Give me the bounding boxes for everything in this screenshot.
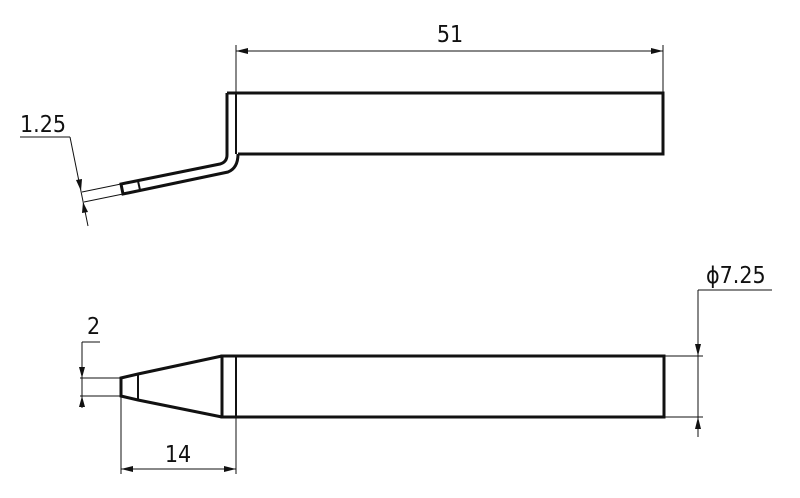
dimension-diameter-label: ϕ7.25	[706, 263, 766, 289]
arrow-top	[79, 367, 85, 378]
side-view-taper	[119, 354, 223, 419]
dimension-taper-length-14: 14	[120, 396, 237, 474]
dimension-tip-thickness-1-25: 1.25	[20, 112, 124, 227]
dimension-tip-width-2: 2	[79, 314, 121, 408]
top-view-bent-tip	[119, 93, 240, 196]
side-view: ϕ7.25 2 14	[79, 263, 772, 474]
arrow-left	[236, 48, 248, 54]
top-view: 51 1.25	[20, 22, 665, 227]
top-view-shaft	[227, 91, 665, 156]
extension-line-upper	[81, 183, 122, 193]
dimension-diameter-7-25: ϕ7.25	[664, 263, 772, 437]
arrow-right	[224, 466, 236, 472]
arrow-bottom	[79, 396, 85, 407]
dimension-length-51: 51	[235, 22, 664, 93]
extension-line-lower	[83, 193, 124, 203]
arrow-lower	[82, 202, 88, 213]
top-view-tip-facet-line	[137, 180, 141, 191]
dimension-tip-thickness-label: 1.25	[20, 112, 66, 138]
arrow-left	[121, 466, 133, 472]
arrow-top	[695, 344, 701, 356]
dimension-tip-width-label: 2	[87, 314, 100, 340]
dimension-taper-length-label: 14	[165, 442, 191, 468]
arrow-bottom	[695, 417, 701, 429]
arrow-right	[651, 48, 663, 54]
arrow-upper	[76, 179, 82, 191]
dimension-length-label: 51	[437, 22, 463, 48]
side-view-shaft	[220, 354, 666, 419]
